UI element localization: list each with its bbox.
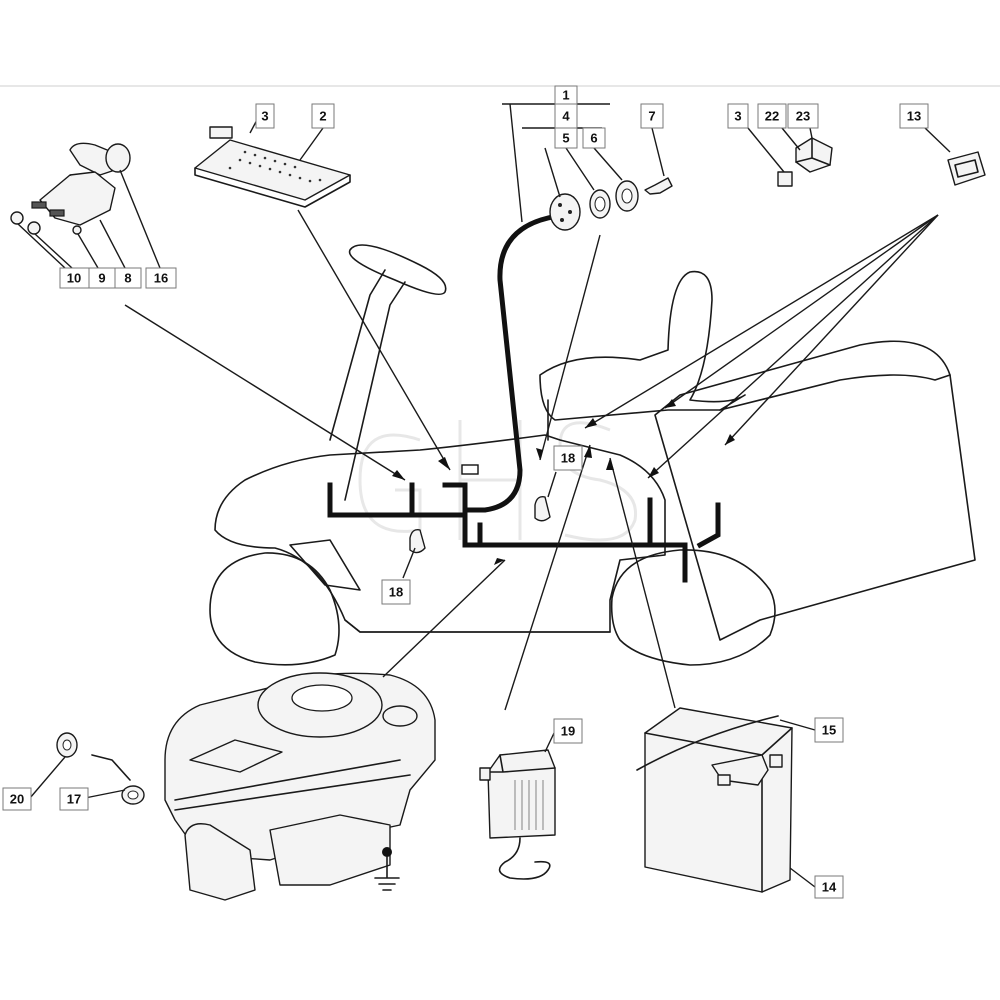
arrowheads xyxy=(392,399,735,565)
svg-text:6: 6 xyxy=(590,131,597,146)
svg-text:3: 3 xyxy=(734,109,741,124)
callout-20: 20 xyxy=(2,787,32,811)
callout-1: 1 xyxy=(554,85,578,105)
callout-13: 13 xyxy=(899,103,929,129)
steering-wheel xyxy=(348,244,447,296)
svg-text:23: 23 xyxy=(796,109,810,124)
callout-8: 8 xyxy=(114,267,142,289)
spring-clip xyxy=(91,754,145,805)
tractor-body xyxy=(214,434,666,633)
svg-text:20: 20 xyxy=(10,792,24,807)
wire-clip-left xyxy=(409,528,426,554)
svg-text:10: 10 xyxy=(67,271,81,286)
front-wheel xyxy=(209,552,340,666)
fuse-and-relay xyxy=(777,137,833,187)
callout-18-right: 18 xyxy=(553,445,583,471)
svg-text:9: 9 xyxy=(98,271,105,286)
svg-text:2: 2 xyxy=(319,109,326,124)
starter-solenoid xyxy=(10,142,131,235)
callout-19: 19 xyxy=(553,718,583,744)
svg-text:7: 7 xyxy=(648,109,655,124)
callout-16: 16 xyxy=(145,267,177,289)
svg-text:15: 15 xyxy=(822,723,836,738)
callout-15: 15 xyxy=(814,717,844,743)
battery xyxy=(636,707,793,893)
callout-22: 22 xyxy=(757,103,787,129)
ignition-switch xyxy=(549,177,673,231)
svg-text:1: 1 xyxy=(562,88,569,103)
circuit-board xyxy=(194,126,351,208)
svg-text:4: 4 xyxy=(562,109,570,124)
svg-text:14: 14 xyxy=(822,880,837,895)
wiring-harness xyxy=(327,214,721,583)
callout-14: 14 xyxy=(814,875,844,899)
svg-text:19: 19 xyxy=(561,724,575,739)
battery-charger xyxy=(479,749,556,880)
callout-6: 6 xyxy=(582,127,606,149)
harness-connector xyxy=(461,464,479,475)
callout-23: 23 xyxy=(787,103,819,129)
svg-text:18: 18 xyxy=(389,585,403,600)
callout-18-left: 18 xyxy=(381,579,411,605)
engine xyxy=(164,672,436,901)
svg-text:5: 5 xyxy=(562,131,569,146)
svg-text:3: 3 xyxy=(261,109,268,124)
svg-text:22: 22 xyxy=(765,109,779,124)
rocker-switch xyxy=(947,151,986,186)
watermark xyxy=(358,420,638,542)
grass-collector xyxy=(654,340,976,641)
callout-9: 9 xyxy=(88,267,116,289)
callout-17: 17 xyxy=(59,787,89,811)
rear-wheel xyxy=(610,549,776,666)
callout-3-fuse: 3 xyxy=(727,103,749,129)
callout-3-board: 3 xyxy=(255,103,275,129)
callout-5: 5 xyxy=(554,127,578,149)
callout-4: 4 xyxy=(554,103,578,129)
svg-text:8: 8 xyxy=(124,271,131,286)
svg-text:13: 13 xyxy=(907,109,921,124)
callout-10: 10 xyxy=(59,267,90,289)
callout-7: 7 xyxy=(640,103,664,129)
svg-text:16: 16 xyxy=(154,271,168,286)
wire-clip-right xyxy=(534,495,551,522)
callout-2: 2 xyxy=(311,103,335,129)
tractor-outline xyxy=(209,244,976,666)
svg-text:18: 18 xyxy=(561,451,575,466)
washer xyxy=(56,732,78,758)
svg-text:17: 17 xyxy=(67,792,81,807)
